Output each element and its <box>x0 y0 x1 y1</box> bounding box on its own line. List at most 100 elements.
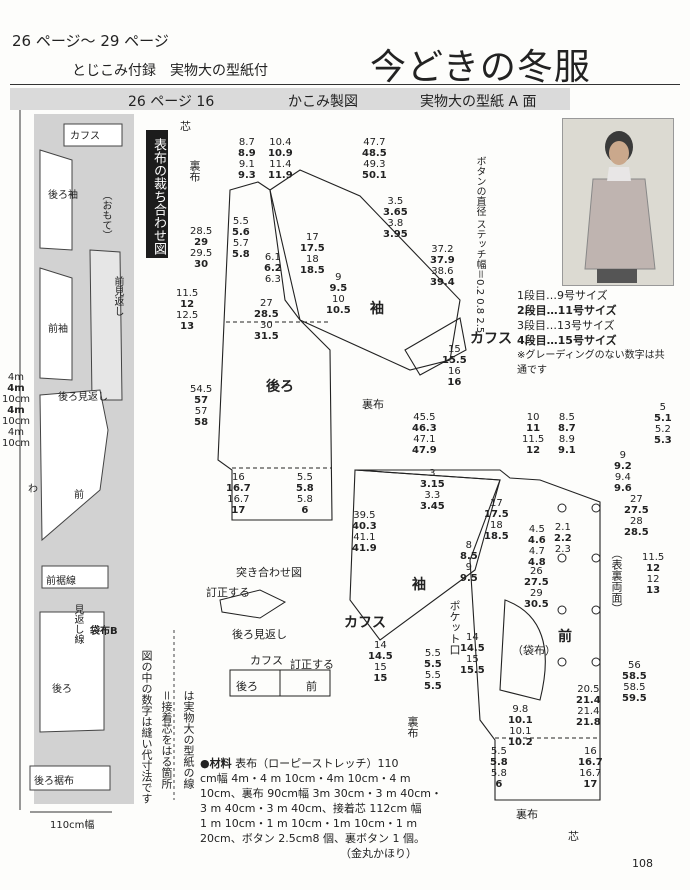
label-teisei-2: 訂正する <box>290 658 334 671</box>
materials-line-2: 10cm、裏布 90cm幅 3m 30cm・3 m 40cm・ <box>200 787 442 800</box>
piece-back-hem <box>29 765 111 791</box>
label-ushiro-mikaeshi: 後ろ見返し <box>232 628 287 641</box>
size-2: 2段目…11号サイズ <box>517 304 617 317</box>
size-4: 4段目…15号サイズ <box>517 334 617 347</box>
piece-front-facing <box>89 249 123 401</box>
label-back-sleeve: 袖 <box>370 301 384 317</box>
page-title: 今どきの冬服 <box>370 47 591 88</box>
piece-front-sleeve <box>39 267 73 381</box>
materials-line-3: 3 m 40cm・3 m 40cm、接着芯 112cm 幅 <box>200 802 422 815</box>
piece-front <box>39 389 109 542</box>
band-pattern: 実物大の型紙 A 面 <box>420 94 537 110</box>
back-sleeve-outline <box>269 169 467 376</box>
label-shin-hem: 芯 <box>568 830 579 843</box>
label-mae-small: 前 <box>306 680 317 693</box>
legend-seam: 図の中の数字は縫い代寸法です <box>140 650 153 804</box>
layout-back-sleeve: 後ろ袖 <box>48 190 78 201</box>
header-supplement: とじこみ付録 実物大の型紙付 <box>72 63 268 79</box>
label-ushiro-small: 後ろ <box>236 680 258 693</box>
layout-facing-line: 見返し線 <box>72 604 83 644</box>
page-number: 108 <box>632 857 653 870</box>
piece-back-sleeve <box>39 149 73 251</box>
legend-pattern-line: は実物大の型紙の線 <box>182 690 195 789</box>
header-pages: 26 ページ～ 29 ページ <box>12 32 169 50</box>
layout-pocket-b: 袋布B <box>90 626 118 637</box>
label-cuffs: カフス <box>470 331 512 347</box>
front-piece-outline <box>349 469 601 801</box>
label-cuffs-front: カフス <box>344 615 386 631</box>
back-piece-outline <box>217 181 333 521</box>
materials-line-0: 表布（ローピーストレッチ）110 <box>235 757 399 770</box>
label-teisei: 訂正する <box>206 586 250 599</box>
cutting-layout-title: 表布の裁ち合わせ図 <box>146 130 168 258</box>
piece-cuff <box>63 123 123 147</box>
size-note: ※グレーディングのない数字は共通です <box>517 350 665 376</box>
label-shin: 芯 <box>180 120 191 133</box>
layout-pieces <box>29 123 123 791</box>
materials-line-5: 20cm、ボタン 2.5cm8 個、裏ボタン 1 個。 <box>200 832 425 845</box>
size-1: 1段目…9号サイズ <box>517 289 608 302</box>
layout-back-facing: 後ろ見返し <box>58 392 108 403</box>
label-front-sleeve: 袖 <box>412 577 426 593</box>
layout-fold: わ <box>28 484 38 495</box>
layout-front: 前 <box>74 490 84 501</box>
label-cuffs-small: カフス <box>250 654 283 667</box>
layout-omote: （おもて） <box>100 190 111 240</box>
label-hyouri: （表裏両面） <box>610 548 623 614</box>
layout-cuff: カフス <box>70 131 100 142</box>
band-item: 26 ページ 16 <box>128 94 215 110</box>
layout-front-hem: 前裾線 <box>46 576 76 587</box>
layout-width: 110cm幅 <box>50 820 95 831</box>
size-3: 3段目…13号サイズ <box>517 319 615 332</box>
title-band: 26 ページ 16 かこみ製図 実物大の型紙 A 面 <box>10 88 570 110</box>
label-ura-back: 裏布 <box>188 160 201 182</box>
layout-back-hem: 後ろ裾布 <box>34 776 74 787</box>
materials-heading: ●材料 <box>200 757 232 770</box>
piece-front-hem <box>41 565 109 589</box>
detail-diagrams <box>219 589 331 697</box>
layout-front-facing: 前見返し <box>112 276 123 316</box>
header-rule <box>10 84 680 85</box>
front-buttons <box>557 503 601 667</box>
model-photo <box>562 118 674 286</box>
button-note: ボタンの直径 ステッチ幅＝0.2 0.8 2.5 <box>474 156 485 334</box>
materials-line-4: 1 m 10cm・1 m 10cm・1m 10cm・1 m <box>200 817 418 830</box>
materials-line-1: cm幅 4m・4 m 10cm・4m 10cm・4 m <box>200 772 411 785</box>
label-pocket: ポケット口 <box>448 600 461 655</box>
band-drawing: かこみ製図 <box>288 94 358 110</box>
label-tsuki: 突き合わせ図 <box>236 566 302 579</box>
label-front: 前 <box>558 629 572 645</box>
label-fukuro: （袋布） <box>512 644 556 657</box>
